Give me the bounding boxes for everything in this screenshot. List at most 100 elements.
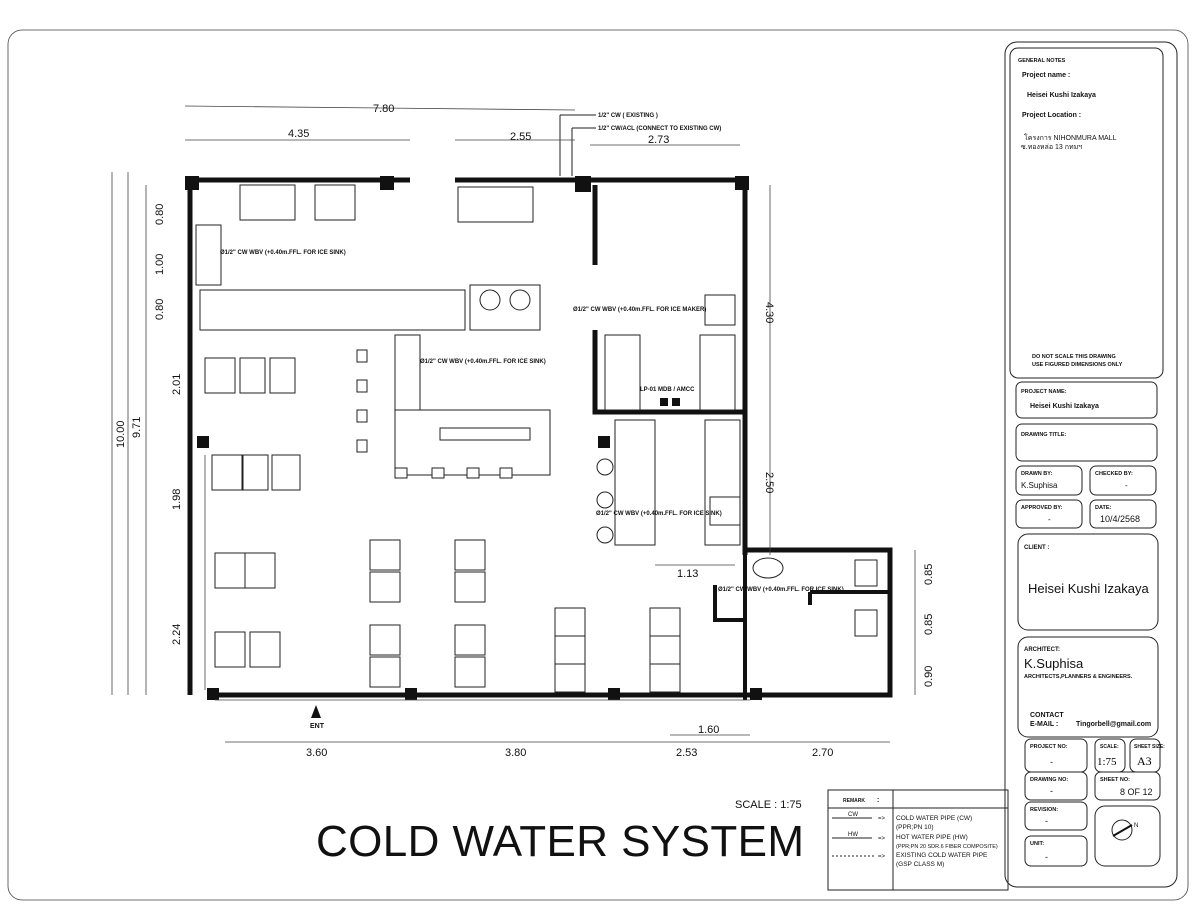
location-line1: โครงการ NIHONMURA MALL — [1024, 133, 1117, 142]
dim-2-73: 2.73 — [648, 134, 669, 146]
sheet-no-label: SHEET NO: — [1100, 777, 1130, 783]
dim-2-70: 2.70 — [812, 747, 833, 759]
title-block: GENERAL NOTES Project name : Heisei Kush… — [1004, 41, 1178, 888]
note-line1: DO NOT SCALE THIS DRAWING — [1032, 354, 1116, 360]
project-no: - — [1050, 757, 1053, 767]
drawn-by: K.Suphisa — [1021, 481, 1058, 490]
revision: - — [1045, 816, 1048, 826]
note-line2: USE FIGURED DIMENSIONS ONLY — [1032, 362, 1123, 368]
dim-0-90: 0.90 — [923, 666, 935, 687]
note-cw-existing: 1/2" CW ( EXISTING ) — [598, 113, 658, 119]
kitchen-counter — [199, 289, 466, 331]
dining-tables — [204, 357, 681, 693]
checked-by: - — [1125, 481, 1128, 490]
project-location-label: Project Location : — [1022, 112, 1081, 119]
drawn-by-label: DRAWN BY: — [1021, 471, 1053, 477]
legend-cw-line2: (PPR;PN 10) — [896, 824, 934, 831]
dim-3-60: 3.60 — [306, 747, 327, 759]
general-notes-label: GENERAL NOTES — [1018, 58, 1066, 64]
contact-label: CONTACT — [1030, 712, 1064, 719]
dim-2-53: 2.53 — [676, 747, 697, 759]
legend-cw-code: CW — [848, 812, 858, 818]
dim-3-80: 3.80 — [505, 747, 526, 759]
ice-maker — [704, 294, 736, 326]
legend-hw-line1: HOT WATER PIPE (HW) — [896, 834, 968, 841]
scale-value: 1:75 — [1097, 756, 1117, 768]
architect-label: ARCHITECT: — [1024, 647, 1060, 653]
note-ice-sink-1: Ø1/2" CW WBV (+0.40m.FFL. FOR ICE SINK) — [220, 250, 346, 256]
north-label: N — [1134, 823, 1138, 829]
bar-counter — [394, 409, 551, 476]
architect-sub: ARCHITECTS,PLANNERS & ENGINEERS. — [1024, 674, 1133, 680]
unit-label: UNIT: — [1030, 841, 1044, 847]
dim-1-98: 1.98 — [171, 489, 183, 510]
north-arrow-icon — [1111, 819, 1133, 841]
email-label: E-MAIL : — [1030, 721, 1058, 728]
supply-pipe — [559, 114, 596, 176]
ice-sink-service — [709, 496, 741, 526]
architect: K.Suphisa — [1024, 656, 1084, 671]
project-name: Heisei Kushi Izakaya — [1027, 92, 1096, 99]
legend-remark-label: REMARK — [843, 798, 865, 804]
scale-label: SCALE: — [1100, 744, 1119, 750]
dim-0-80b: 0.80 — [154, 299, 166, 320]
entry-arrow-icon — [311, 705, 321, 718]
date-label: DATE: — [1095, 505, 1112, 511]
sink — [457, 186, 534, 223]
toilet-walls — [713, 550, 890, 700]
project-name-label: Project name : — [1022, 72, 1070, 79]
dim-2-50: 2.50 — [763, 472, 775, 493]
dim-2-24: 2.24 — [171, 624, 183, 645]
note-ice-sink-2: Ø1/2" CW WBV (+0.40m.FFL. FOR ICE SINK) — [420, 359, 546, 365]
legend-arrow-3: => — [878, 854, 886, 860]
project-no-label: PROJECT NO: — [1030, 744, 1068, 750]
toilet-1 — [854, 559, 878, 587]
sheet-border — [7, 29, 1189, 901]
bar-sink — [394, 334, 421, 411]
email-link[interactable]: Tingorbell@gmail.com — [1076, 721, 1151, 728]
ice-sink — [195, 224, 222, 286]
pipe-notes: 1/2" CW ( EXISTING ) 1/2" CW/ACL (CONNEC… — [220, 113, 844, 593]
bar-stools — [356, 349, 513, 479]
note-ice-maker: Ø1/2" CW WBV (+0.40m.FFL. FOR ICE MAKER) — [573, 307, 706, 313]
legend-remark-colon: : — [877, 797, 879, 804]
note-ice-sink-3: Ø1/2" CW WBV (+0.40m.FFL. FOR ICE SINK) — [596, 511, 722, 517]
dim-1-00: 1.00 — [154, 254, 166, 275]
dim-0-85b: 0.85 — [923, 614, 935, 635]
dimension-labels: 7.80 4.35 2.55 2.73 10.00 9.71 0.80 1.00… — [115, 103, 935, 759]
revision-label: REVISION: — [1030, 807, 1058, 813]
wash-basin — [752, 557, 784, 579]
legend-existing-line1: EXISTING COLD WATER PIPE — [896, 852, 988, 859]
columns — [185, 176, 762, 700]
legend-cw-line1: COLD WATER PIPE (CW) — [896, 815, 972, 822]
stove — [469, 284, 541, 331]
dim-4-30: 4.30 — [763, 302, 775, 323]
note-mdb: LP-01 MDB / AMCC — [640, 387, 695, 393]
dim-1-60: 1.60 — [698, 724, 719, 736]
drawing-no-label: DRAWING NO: — [1030, 777, 1068, 783]
sheet-size: A3 — [1137, 754, 1152, 768]
dim-2-01: 2.01 — [171, 374, 183, 395]
date: 10/4/2568 — [1100, 514, 1140, 524]
note-cw-acl: 1/2" CW/ACL (CONNECT TO EXISTING CW) — [598, 126, 721, 132]
kitchen-room-walls — [592, 185, 745, 415]
dim-4-35: 4.35 — [288, 128, 309, 140]
range — [239, 184, 296, 221]
dim-9-71: 9.71 — [131, 417, 143, 438]
project-name2-label: PROJECT NAME: — [1021, 389, 1067, 395]
toilet-2 — [854, 609, 878, 637]
dim-0-80a: 0.80 — [154, 204, 166, 225]
note-ice-sink-4: Ø1/2" CW WBV (+0.40m.FFL. FOR ICE SINK) — [718, 587, 844, 593]
project-name2: Heisei Kushi Izakaya — [1030, 403, 1099, 410]
client: Heisei Kushi Izakaya — [1028, 581, 1149, 596]
dim-2-55: 2.55 — [510, 131, 531, 143]
entry-label: ENT — [310, 723, 325, 730]
scale-text: SCALE : 1:75 — [735, 799, 802, 811]
drawing-title: COLD WATER SYSTEM — [316, 817, 804, 866]
drawing-title-label: DRAWING TITLE: — [1021, 432, 1066, 438]
location-line2: ซ.ทองหล่อ 13 กทมฯ — [1021, 144, 1082, 151]
unit: - — [1045, 852, 1048, 862]
dim-7-80: 7.80 — [373, 103, 394, 115]
checked-by-label: CHECKED BY: — [1095, 471, 1133, 477]
